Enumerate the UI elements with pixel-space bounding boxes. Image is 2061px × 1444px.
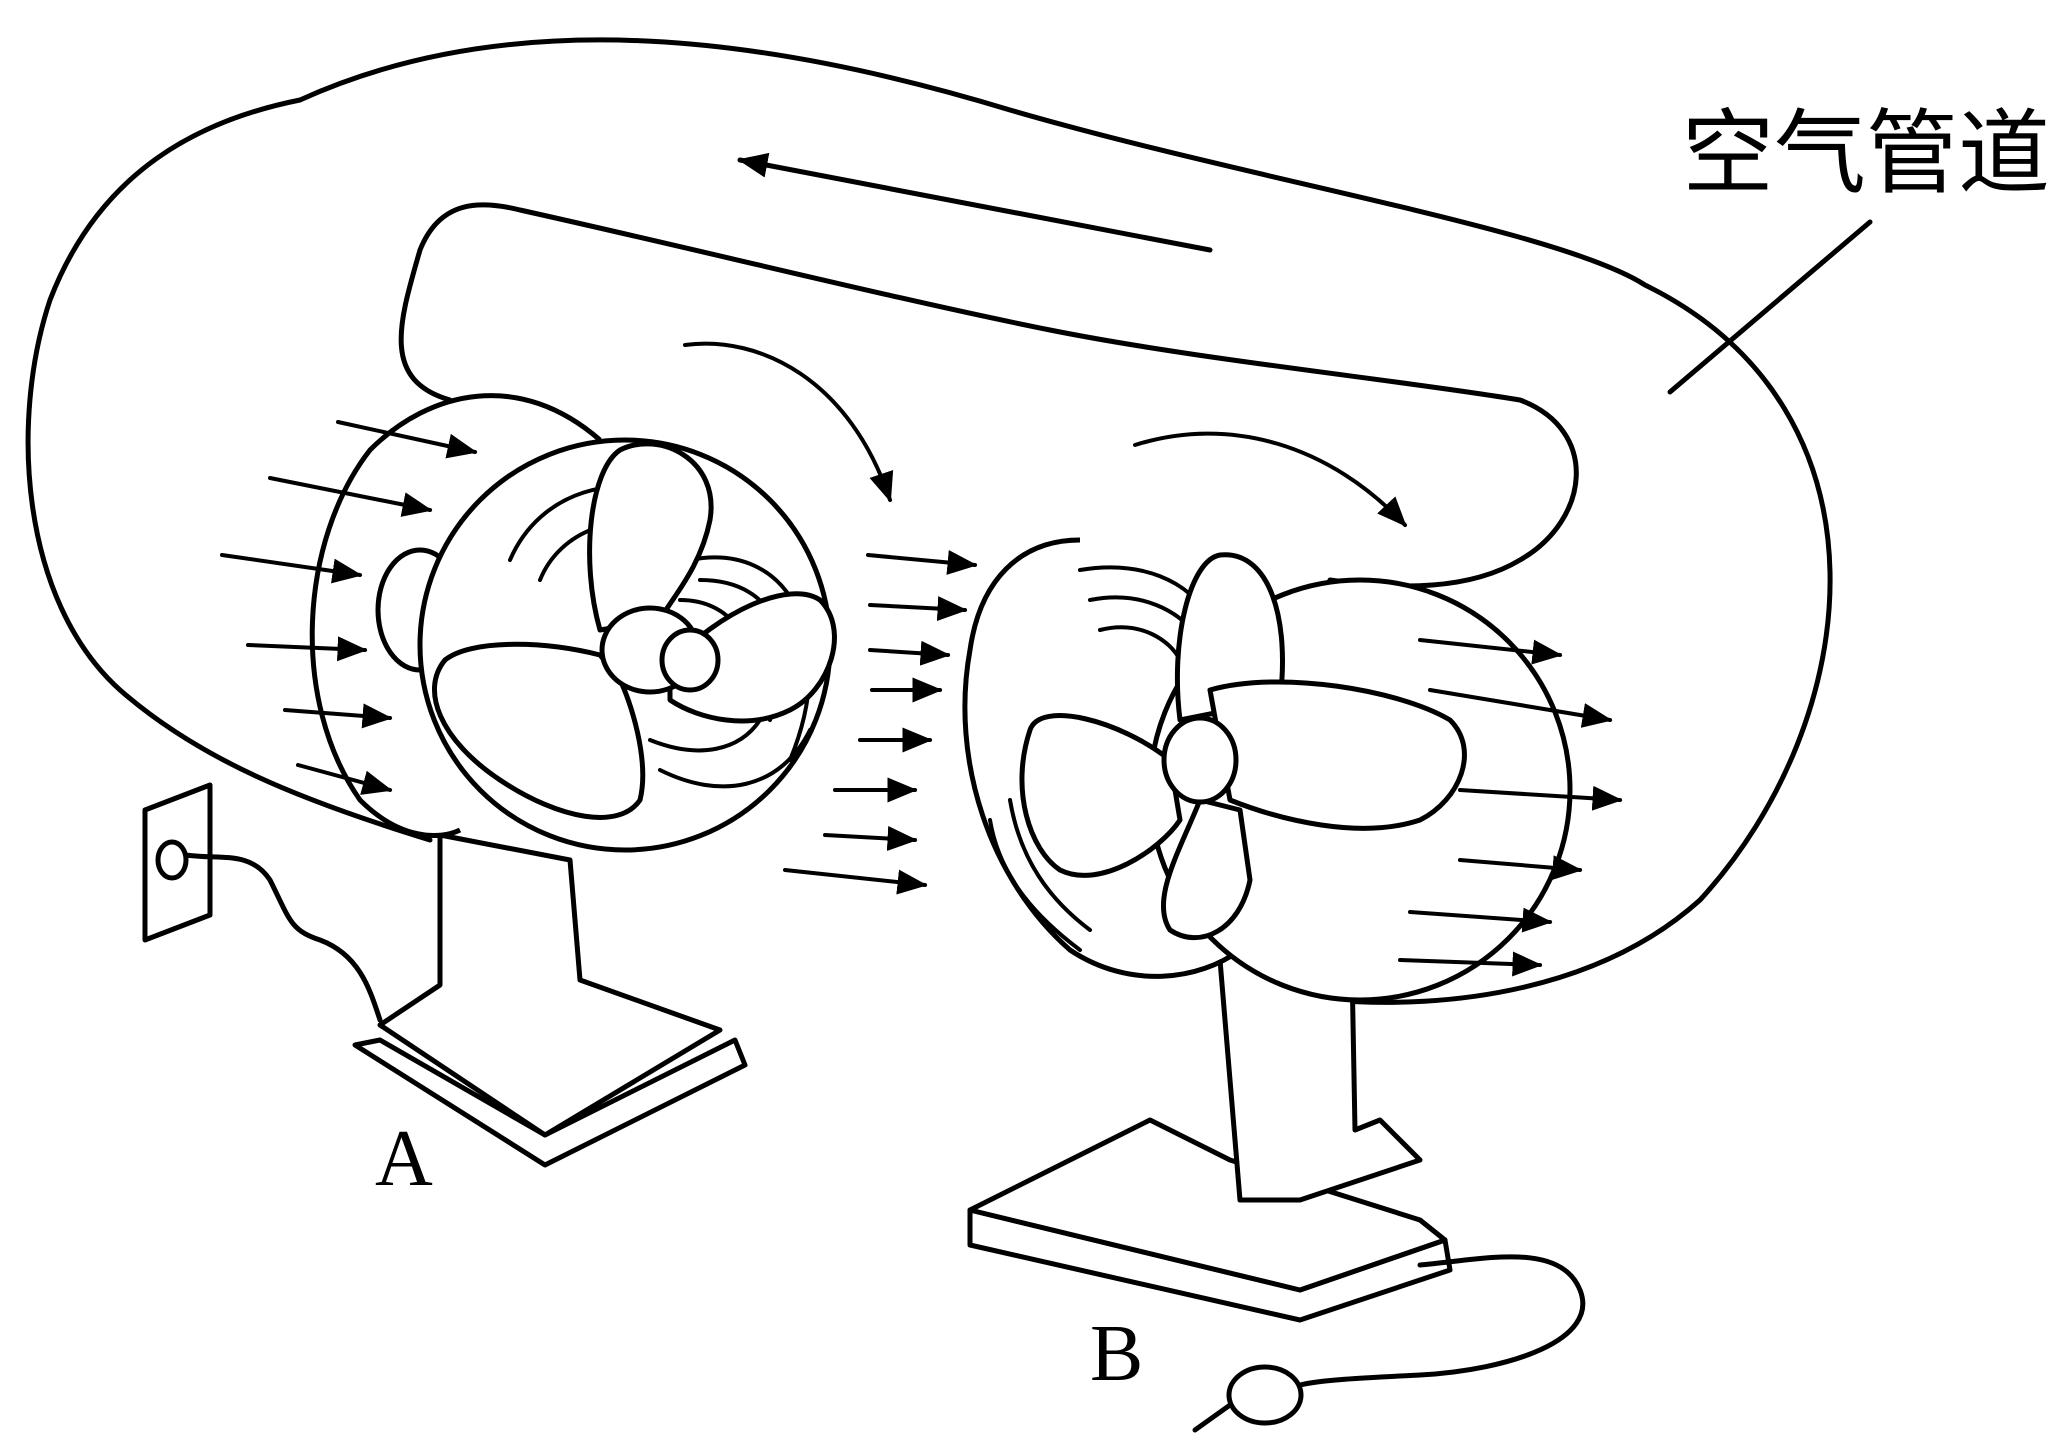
outflow-arrow: [868, 640, 951, 666]
fan-b-power-cord: [1297, 1254, 1586, 1388]
fan-b-label: B: [1090, 1310, 1143, 1398]
outflow-arrow-b: [1428, 688, 1613, 728]
curved-flow-arrow-b: [1133, 431, 1407, 527]
outflow-arrow: [823, 825, 918, 851]
outflow-arrow-b: [1418, 638, 1563, 665]
fan-a-inflow-arrows: [220, 420, 478, 795]
outflow-arrow: [783, 868, 928, 895]
fan-b-blade-left: [1019, 713, 1183, 878]
fan-b-cord: [1192, 1254, 1586, 1433]
inflow-arrow: [283, 703, 393, 729]
curved-flow-arrow-a: [683, 341, 894, 503]
inflow-arrow: [336, 420, 478, 459]
air-duct-inner: [398, 202, 1579, 589]
duct-flow-arrow: [737, 152, 1213, 253]
fan-b-blade-right: [1207, 679, 1467, 831]
outflow-arrow-b: [1458, 785, 1623, 811]
fan-a-hub-cap: [659, 627, 721, 693]
outflow-arrow-b: [1408, 907, 1553, 933]
fan-b-blade-top: [1174, 552, 1285, 723]
fan-a-label: A: [375, 1115, 433, 1203]
fan-a-base: [352, 1037, 748, 1168]
fan-b-hub: [1161, 715, 1239, 805]
air-duct-outer: [25, 37, 1833, 1005]
socket-plug: [155, 839, 189, 881]
outflow-arrow: [866, 549, 978, 575]
inflow-arrow: [246, 636, 368, 662]
fan-b-base-top: [967, 1117, 1448, 1293]
fan-a-blade-top: [587, 441, 714, 633]
outflow-arrow: [868, 596, 968, 622]
duct-label: 空气管道: [1682, 100, 2050, 207]
fan-b-plug: [1226, 1364, 1304, 1426]
fan-a-blade-right: [667, 591, 837, 724]
fan-a-outflow-arrows: [783, 549, 978, 895]
duct-leader-line: [1667, 219, 1873, 395]
fan-b: [962, 537, 1573, 1323]
inflow-arrow: [220, 553, 363, 584]
fan-b-blade-bottom: [1160, 797, 1253, 941]
outflow-arrow-b: [1398, 951, 1543, 977]
fan-a: [309, 393, 837, 1168]
inflow-arrow: [296, 763, 393, 795]
outflow-arrow-b: [1458, 855, 1583, 881]
wall-socket: [142, 782, 383, 1023]
fan-a-blade-left: [432, 641, 646, 820]
fan-b-plug-prong: [1192, 1402, 1233, 1433]
inflow-arrow: [268, 476, 433, 517]
fan-b-outflow-arrows: [1398, 638, 1623, 977]
fan-b-rear-rings: [988, 565, 1212, 952]
fan-a-stand: [377, 832, 723, 1138]
fan-a-power-cord: [183, 852, 383, 1023]
